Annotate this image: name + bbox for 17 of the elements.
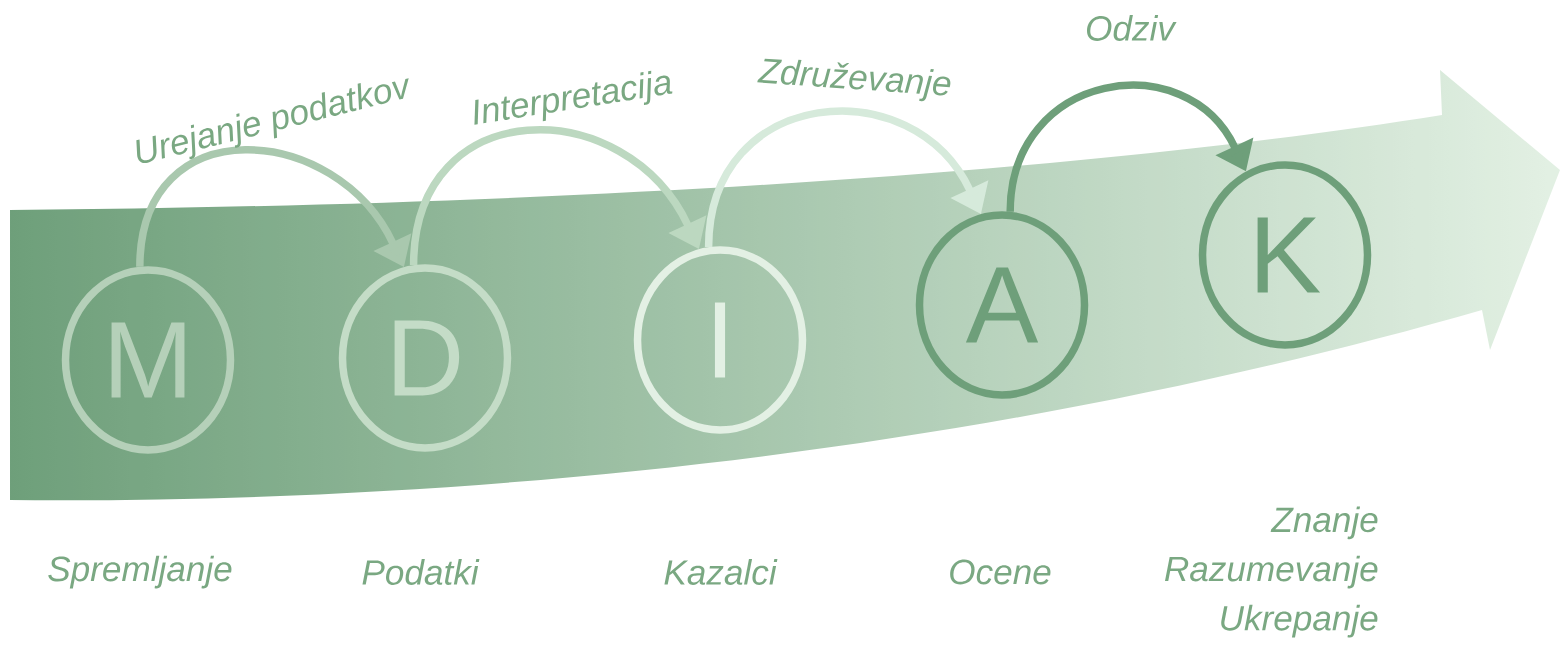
arrow <box>1006 81 1254 213</box>
circle-node: A <box>915 211 1089 399</box>
edge-label: Odziv <box>1087 15 1177 41</box>
step-label: Kazalci <box>664 559 778 585</box>
circle-node: D <box>338 264 512 452</box>
edge-label: Interpretacija <box>474 70 673 125</box>
step-label: Ocene <box>950 559 1051 585</box>
edge-label: Združevanje <box>757 58 951 102</box>
arrow <box>409 126 707 266</box>
step-label: Podatki <box>362 559 480 585</box>
step-label: Znanje Razumevanje Ukrepanje <box>1165 506 1378 638</box>
arrow <box>136 146 412 268</box>
circle-node: I <box>633 246 807 434</box>
circle-node: M <box>61 266 235 454</box>
circle-node: K <box>1198 161 1372 349</box>
arrow <box>704 107 989 248</box>
step-label: Spremljanje <box>48 555 232 589</box>
